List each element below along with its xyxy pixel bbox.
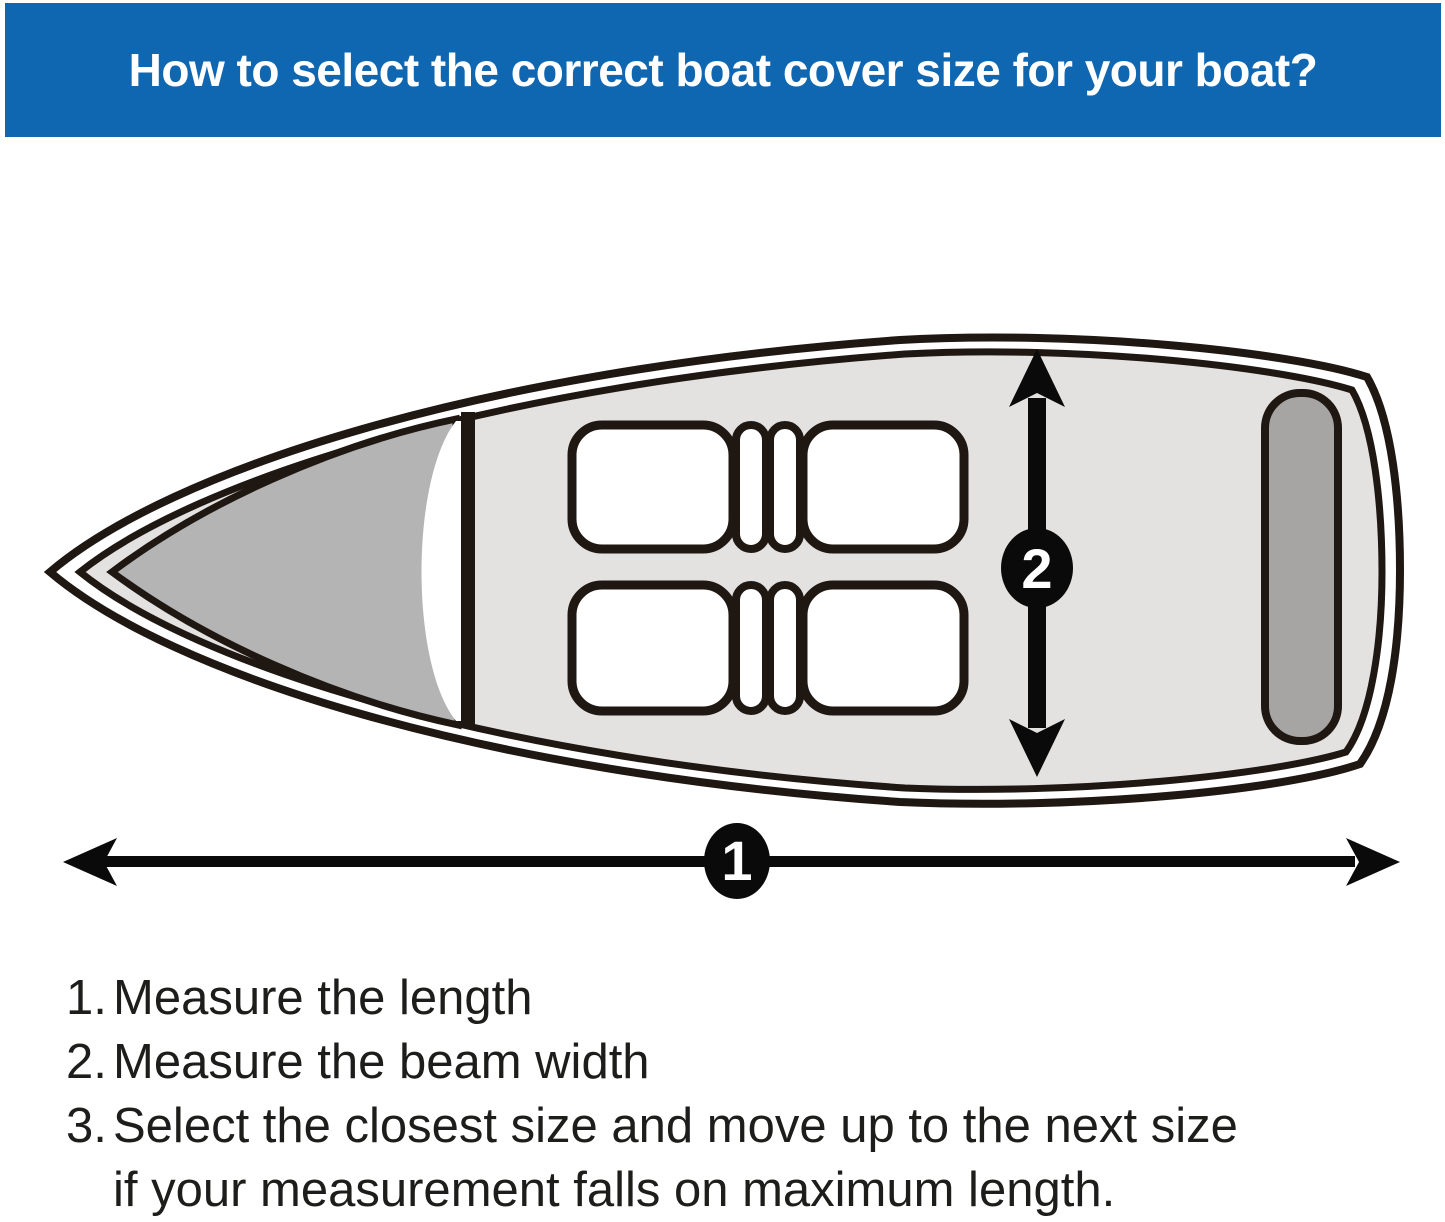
step-text: Select the closest size and move up to t… (113, 1099, 1238, 1217)
beam-marker-label: 2 (1021, 537, 1052, 600)
stern-pad (1261, 389, 1342, 745)
beam-marker-badge (1001, 528, 1073, 608)
header-banner: How to select the correct boat cover siz… (5, 3, 1441, 137)
instructions-list: 1. Measure the length 2. Measure the bea… (66, 966, 1411, 1222)
seat-divider (732, 581, 770, 715)
windshield (461, 412, 475, 728)
step-text: Measure the beam width (113, 1035, 650, 1089)
page-title: How to select the correct boat cover siz… (128, 44, 1318, 96)
instruction-step-2: 2. Measure the beam width (66, 1030, 1411, 1094)
seat-divider (732, 421, 770, 553)
step-number: 1. (66, 971, 107, 1025)
length-marker-label: 1 (721, 829, 752, 892)
seat-divider (766, 421, 804, 553)
instruction-step-1: 1. Measure the length (66, 966, 1411, 1030)
step-number: 3. (66, 1099, 107, 1153)
length-marker-badge (704, 823, 770, 899)
seat-divider (766, 581, 804, 715)
seat (798, 580, 969, 716)
seat (567, 580, 738, 716)
seat (567, 420, 738, 554)
bow-highlight (421, 421, 469, 721)
step-text: Measure the length (113, 971, 533, 1025)
step-number: 2. (66, 1035, 107, 1089)
instruction-step-3: 3. Select the closest size and move up t… (66, 1094, 1411, 1222)
seat (798, 420, 969, 554)
